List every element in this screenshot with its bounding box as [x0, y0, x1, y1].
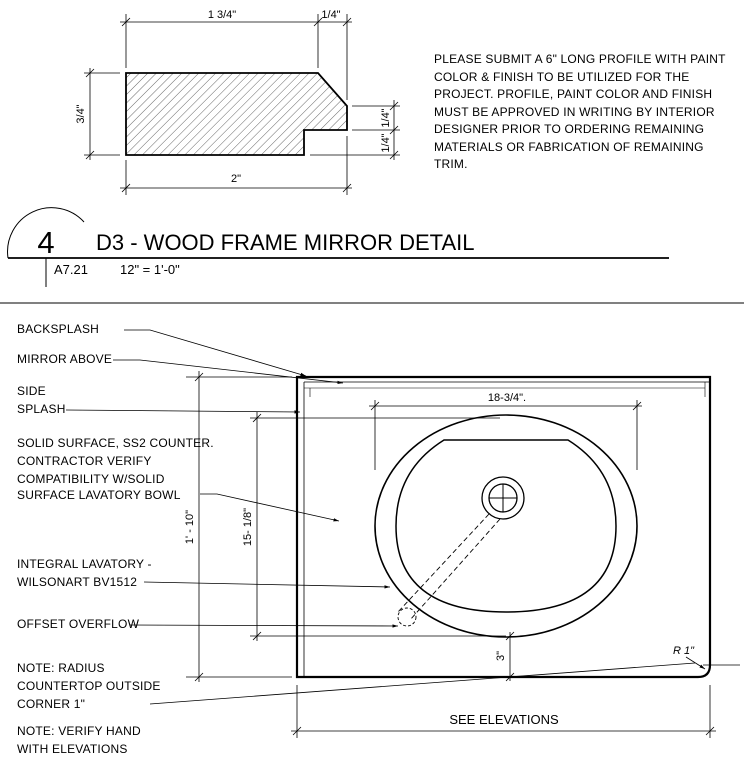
- callout-integral-lavatory-line2: WILSONART BV1512: [17, 575, 138, 589]
- dim-left: 3/4": [75, 104, 87, 123]
- dim-bottom: 2": [231, 173, 241, 185]
- callout-solid-surface-line1: SOLID SURFACE, SS2 COUNTER.: [17, 436, 214, 450]
- callout-radius-note-line1: NOTE: RADIUS: [17, 661, 105, 675]
- sheet-number: A7.21: [54, 262, 88, 277]
- dim-depth-total: 1' - 10": [184, 510, 196, 544]
- detail-title-block: [7, 207, 669, 287]
- dim-right-lower: 1/4": [380, 133, 392, 152]
- detail-number: 4: [37, 225, 54, 260]
- dim-see-elevations: SEE ELEVATIONS: [449, 712, 559, 727]
- callout-solid-surface-line3: COMPATIBILITY W/SOLID: [17, 472, 165, 486]
- callout-verify-hand-line1: NOTE: VERIFY HAND: [17, 724, 141, 738]
- callout-radius-note-line2: COUNTERTOP OUTSIDE: [17, 679, 161, 693]
- dim-bowl-depth: 15- 1/8": [242, 508, 254, 546]
- dim-bowl-width: 18-3/4".: [488, 392, 526, 404]
- callout-leaders: [65, 329, 696, 705]
- detail-title: D3 - WOOD FRAME MIRROR DETAIL: [96, 230, 475, 255]
- callout-integral-lavatory-line1: INTEGRAL LAVATORY -: [17, 557, 152, 571]
- callout-side-splash-line1: SIDE: [17, 384, 46, 398]
- callout-backsplash: BACKSPLASH: [17, 322, 100, 336]
- dim-radius: R 1": [673, 645, 695, 657]
- lavatory-bowl-outer: [374, 414, 638, 638]
- callout-radius-note-line3: CORNER 1": [17, 697, 86, 711]
- dim-top-wide: 1 3/4": [208, 9, 236, 21]
- callout-mirror-above: MIRROR ABOVE: [17, 352, 113, 366]
- lavatory-bowl-inner: [395, 439, 617, 613]
- offset-overflow: [397, 607, 417, 627]
- drain-outer: [481, 476, 525, 520]
- dim-right-upper: 1/4": [380, 108, 392, 127]
- callout-offset-overflow: OFFSET OVERFLOW: [17, 617, 140, 631]
- counter-plan: [295, 375, 712, 679]
- wood-profile-section: [125, 72, 348, 156]
- detail-bubble-arc: [7, 207, 85, 259]
- countertop-outline: [295, 375, 712, 679]
- dim-front-clear: 3": [495, 651, 507, 661]
- callout-solid-surface-line2: CONTRACTOR VERIFY: [17, 454, 152, 468]
- callout-solid-surface-line4: SURFACE LAVATORY BOWL: [17, 488, 181, 502]
- callout-verify-hand-line2: WITH ELEVATIONS: [17, 742, 128, 756]
- profile-submittal-note: PLEASE SUBMIT A 6" LONG PROFILE WITH PAI…: [434, 52, 726, 171]
- profile-dimensions: [84, 14, 400, 195]
- detail-scale: 12" = 1'-0": [120, 262, 180, 277]
- callout-side-splash-line2: SPLASH: [17, 402, 66, 416]
- plan-dimensions: [186, 371, 740, 738]
- wood-profile-shape: [125, 72, 348, 156]
- dim-top-narrow: 1/4": [321, 9, 340, 21]
